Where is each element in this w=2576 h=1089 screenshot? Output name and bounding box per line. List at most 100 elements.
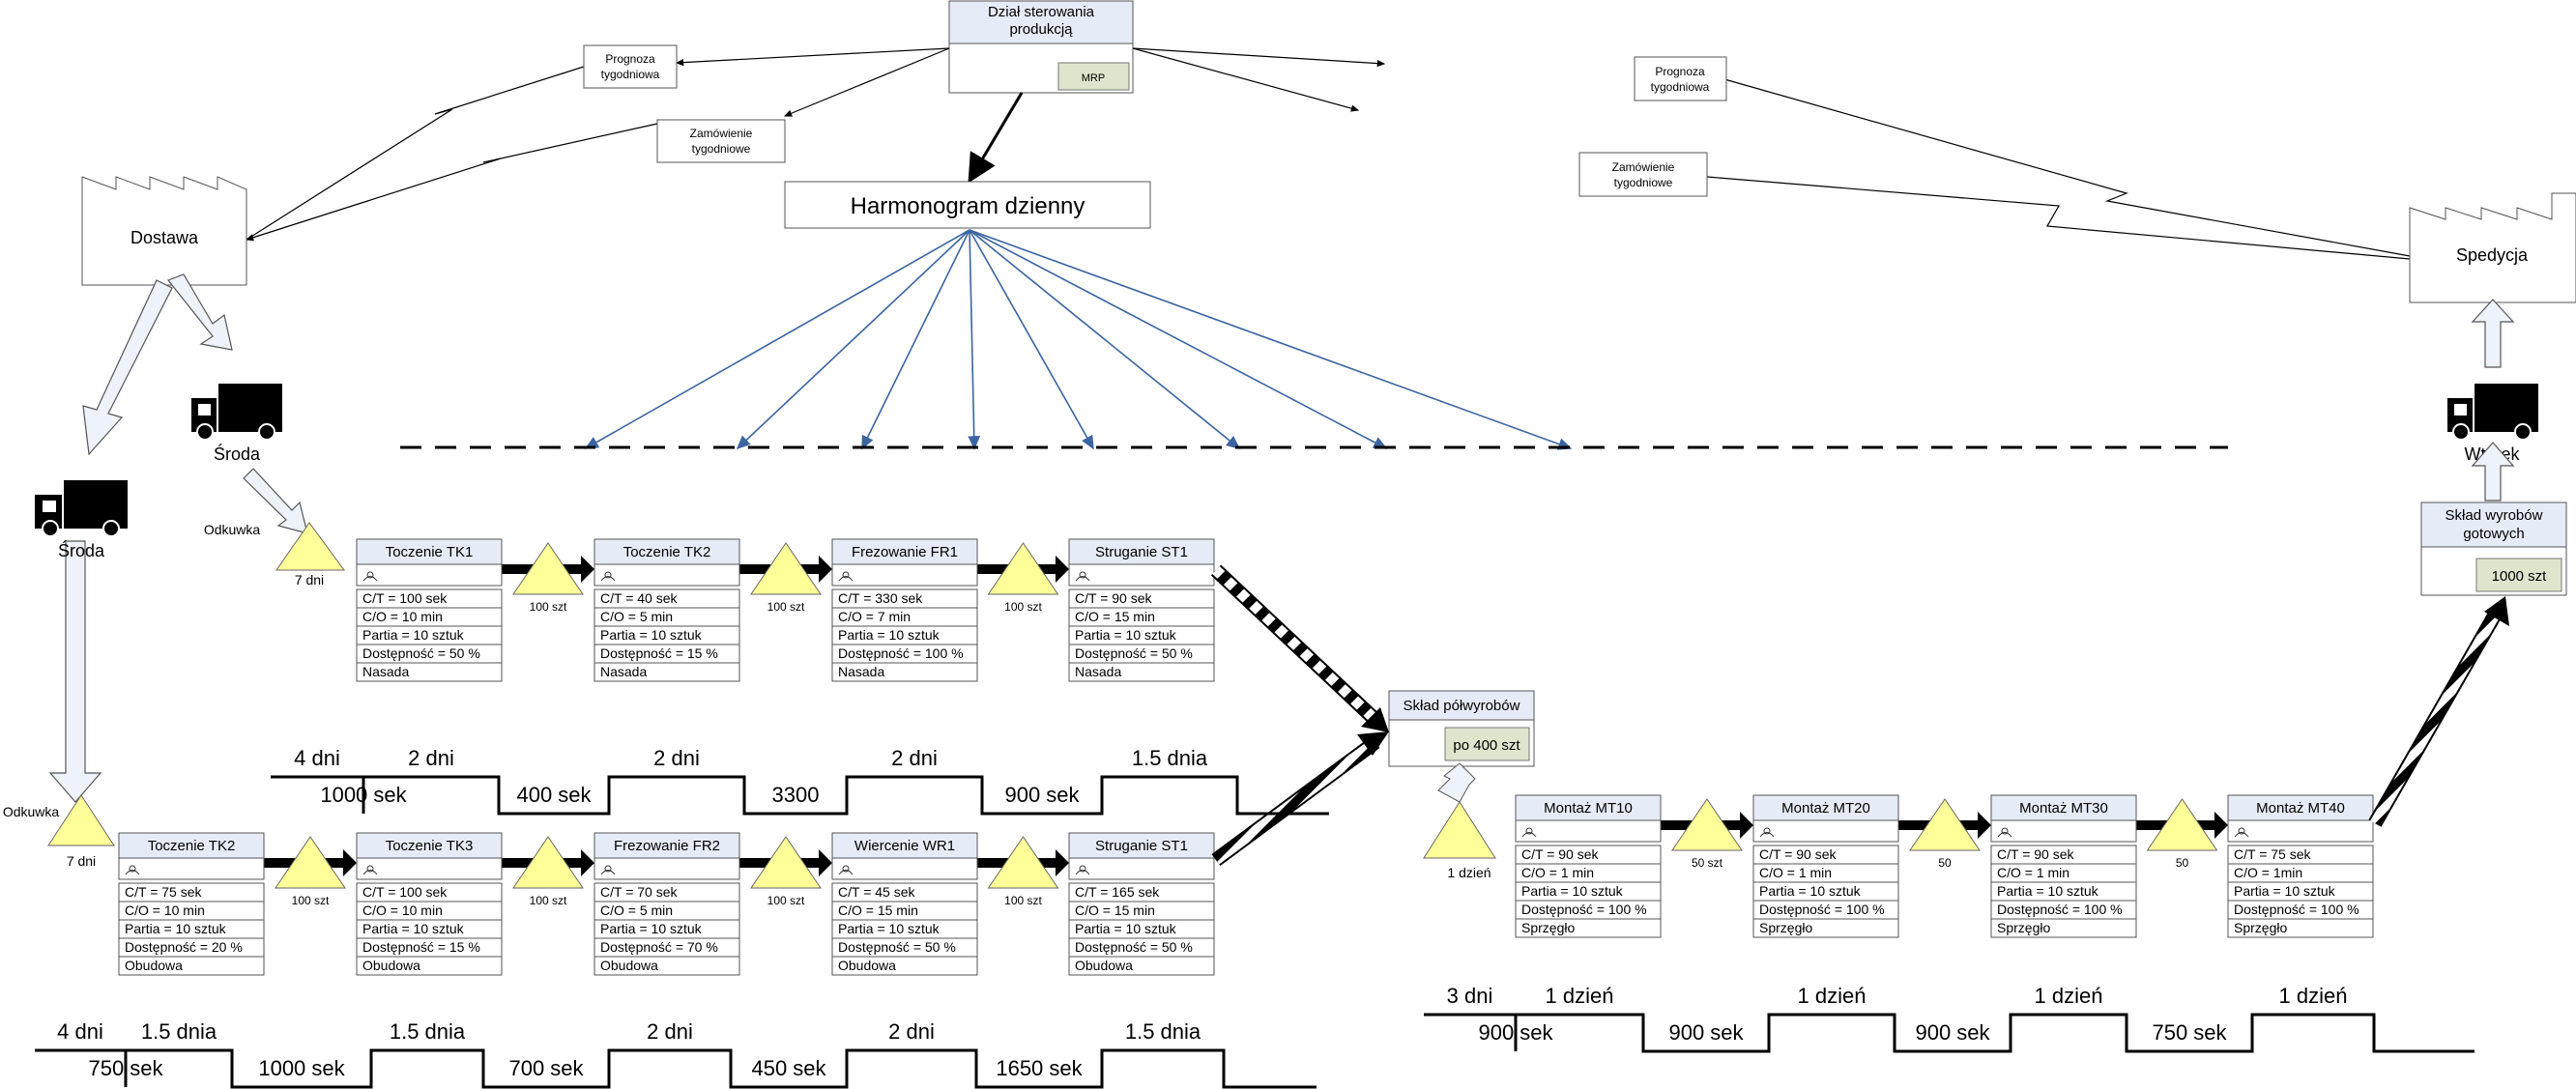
process-row: Dostępność = 100 % [838,645,964,661]
timeline-line [1424,1013,2475,1053]
mrp-label: MRP [1082,72,1105,84]
operator-icon [600,571,616,582]
push-arrow-head [2214,812,2228,839]
push-arrows-striped [1210,564,2509,867]
process-title: Wiercenie WR1 [854,838,955,854]
lead-time-label: 2 dni [891,746,938,770]
lead-time-label: 2 dni [647,1019,693,1044]
process-row: Obudowa [125,958,183,973]
process-row: C/O = 1 min [1521,865,1594,880]
push-arrow-head [343,849,357,876]
right-forecast-box: Prognoza tygodniowa [1634,56,1727,101]
inventory-assembly-start-icon [1423,801,1496,859]
operator-icon [1521,827,1537,838]
lead-time-label: 1.5 dnia [1132,746,1208,770]
process-title: Toczenie TK2 [623,544,711,560]
inventory-qty: 100 szt [530,600,567,614]
process-row: Nasada [362,664,409,679]
svg-text:tygodniowe: tygodniowe [692,142,751,156]
inventory-qty: 100 szt [530,894,567,907]
svg-text:tygodniowa: tygodniowa [1651,80,1710,94]
wip-title: Skład półwyrobów [1404,698,1520,714]
process-title: Struganie ST1 [1095,838,1188,854]
push-arrow-head [581,849,594,876]
fg-title-line1: Skład wyrobów [2446,507,2543,524]
control-title-line2: produkcją [1009,21,1073,38]
truck-2-label: Środa [214,444,261,464]
truck-1-icon [35,480,128,537]
lead-time-label: 1 dzień [2279,984,2348,1008]
process-title: Toczenie TK1 [386,544,474,560]
process-row: Partia = 10 sztuk [1997,883,2099,899]
cycle-time-label: 900 sek [1668,1020,1744,1045]
svg-text:tygodniowe: tygodniowe [1614,176,1673,189]
process-row: Partia = 10 sztuk [1075,627,1177,643]
fg-title-line2: gotowych [2463,526,2524,542]
inventory-bottom-start-icon [47,794,115,846]
process-title: Toczenie TK3 [386,838,474,854]
lead-time-label: 1 dzień [1798,984,1867,1008]
cycle-time-label: 450 sek [751,1056,826,1080]
schedule-box: Harmonogram dzienny [784,181,1151,229]
process-title: Frezowanie FR1 [852,544,958,560]
operator-icon [125,865,140,875]
operator-icon [600,865,616,875]
process-row: C/T = 90 sek [1997,846,2075,862]
process-row: Dostępność = 15 % [362,939,480,955]
inventory-triangle-icon [1671,798,1743,851]
svg-text:tygodniowa: tygodniowa [601,68,660,81]
svg-text:Prognoza: Prognoza [1655,65,1705,78]
process-row: Partia = 10 sztuk [838,627,941,643]
process-row: Dostępność = 20 % [125,939,243,955]
inventory-qty: 50 [2176,856,2189,870]
wip-qty: po 400 szt [1453,737,1520,754]
svg-text:Zamówienie: Zamówienie [690,127,753,140]
production-control-box: Dział sterowania produkcją MRP [948,0,1134,94]
cycle-time-label: 1650 sek [996,1056,1083,1080]
customer-ship-arrows [2471,299,2515,502]
process-row: Dostępność = 100 % [2234,902,2359,917]
lead-time-label: 1.5 dnia [1125,1019,1201,1044]
info-flow-customer [1132,47,2411,260]
cycle-time-label: 900 sek [1478,1020,1553,1045]
lead-time-label: 4 dni [57,1019,103,1044]
inventory-triangle-icon [987,836,1059,889]
push-arrow-head [581,556,594,583]
truck-2-icon [191,384,282,441]
lead-time-label: 2 dni [653,746,700,770]
supplier-factory: Dostawa [81,176,247,286]
schedule-label: Harmonogram dzienny [851,193,1085,219]
process-row: C/O = 5 min [600,609,673,624]
operator-icon [838,571,854,582]
process-row: Partia = 10 sztuk [838,921,941,936]
process-row: Nasada [838,664,884,679]
inventory-triangle-icon [987,542,1059,595]
operator-icon [838,865,854,875]
process-row: C/T = 100 sek [362,590,448,606]
customer-label: Spedycja [2456,245,2529,265]
svg-text:Prognoza: Prognoza [605,52,655,66]
inventory-bottom-start-label: 7 dni [67,853,96,869]
process-row: Partia = 10 sztuk [1759,883,1862,899]
lead-time-label: 1 dzień [1546,984,1614,1008]
process-row: C/T = 90 sek [1759,846,1838,862]
process-row: C/T = 75 sek [2234,846,2312,862]
process-row: C/T = 165 sek [1075,884,1160,900]
process-row: Sprzęgło [2234,920,2287,935]
left-order-box: Zamówienie tygodniowe [656,119,786,163]
process-row: C/T = 70 sek [600,884,679,900]
lead-time-label: 3 dni [1447,984,1493,1008]
process-row: C/O = 10 min [362,609,443,624]
left-forecast-box: Prognoza tygodniowa [583,44,678,89]
push-arrow-head [1978,812,1991,839]
lead-time-label: 1.5 dnia [390,1019,466,1044]
process-row: C/T = 100 sek [362,884,448,900]
inventory-triangle-icon [512,836,584,889]
cycle-time-label: 700 sek [508,1056,584,1080]
process-row: Obudowa [362,958,420,973]
process-row: Dostępność = 100 % [1997,902,2123,917]
